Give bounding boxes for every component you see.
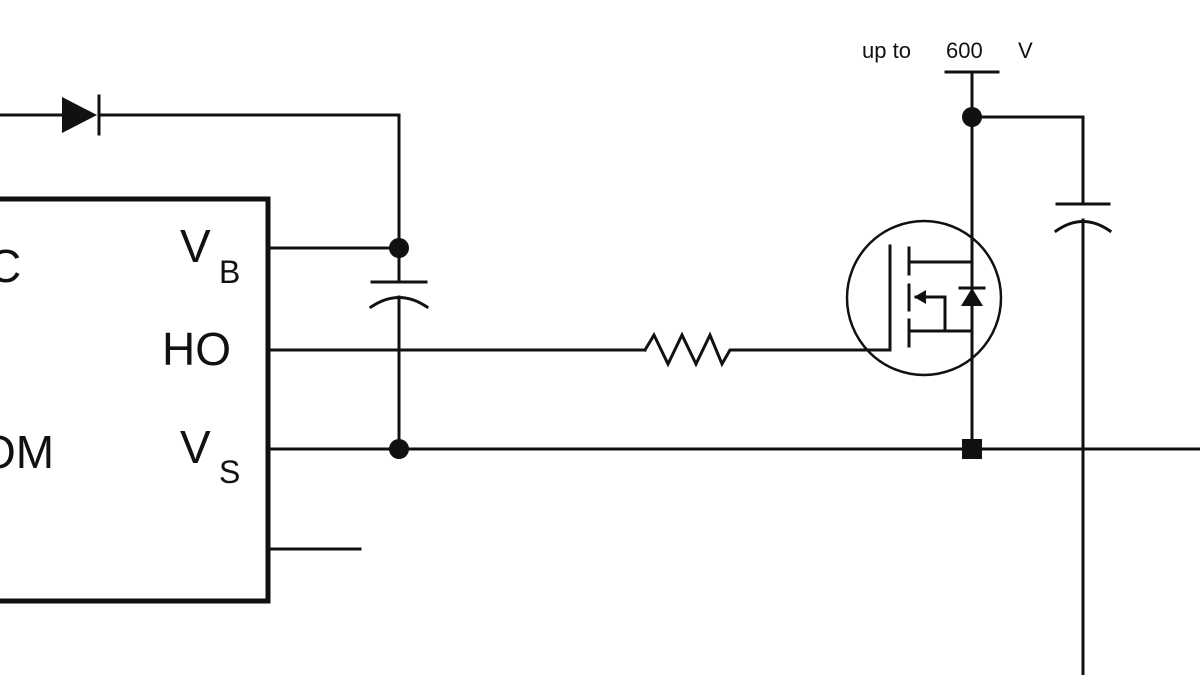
vs-pin-label: V bbox=[180, 421, 211, 473]
bootstrap-capacitor bbox=[368, 246, 430, 451]
ic-pin-label-partial-bottom: OM bbox=[0, 426, 54, 478]
bus-capacitor bbox=[970, 115, 1113, 675]
ho-pin-label: HO bbox=[162, 323, 231, 375]
supply-value: 600 bbox=[946, 38, 983, 63]
vs-pin-subscript: S bbox=[219, 454, 240, 490]
supply-voltage-label: up to 600 V bbox=[862, 38, 1033, 74]
vb-pin-subscript: B bbox=[219, 254, 240, 290]
bootstrap-diode bbox=[0, 94, 401, 250]
vb-pin-label: V bbox=[180, 220, 211, 272]
gate-resistor bbox=[642, 331, 852, 368]
vb-junction bbox=[389, 238, 409, 258]
ic-pin-label-partial-top: C bbox=[0, 240, 21, 292]
driver-ic: C OM V B HO V S bbox=[0, 196, 271, 604]
mosfet bbox=[845, 219, 1003, 377]
supply-prefix: up to bbox=[862, 38, 911, 63]
vs-junction-right bbox=[962, 439, 982, 459]
supply-unit: V bbox=[1018, 38, 1033, 63]
